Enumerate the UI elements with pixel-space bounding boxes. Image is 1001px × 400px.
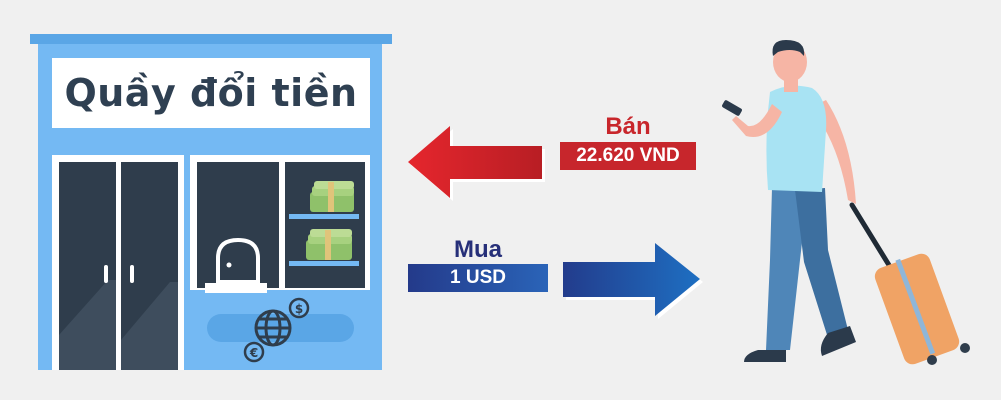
money-stack-icon: [306, 181, 354, 260]
buy-value-badge: 1 USD: [408, 264, 548, 292]
svg-text:$: $: [295, 302, 303, 316]
shoe: [820, 326, 856, 356]
shelf: [289, 214, 359, 219]
phone-icon: [722, 100, 742, 116]
euro-coin-icon: €: [243, 341, 265, 363]
svg-text:€: €: [249, 346, 258, 360]
globe-icon: [254, 309, 292, 347]
booth-window: [190, 155, 370, 293]
shoe: [744, 350, 786, 362]
door-handle: [104, 265, 108, 283]
booth-sign-board: [52, 58, 370, 128]
suitcase-icon: [874, 253, 970, 365]
booth-doors: [52, 155, 184, 370]
sell-label: Bán: [605, 113, 651, 140]
dollar-coin-icon: $: [288, 297, 310, 319]
teller-slot: [216, 237, 260, 284]
traveler: [722, 40, 970, 365]
exchange-booth: $ €: [30, 34, 392, 370]
buy-label: Mua: [454, 236, 502, 263]
booth-roof: [30, 34, 392, 44]
shelf: [289, 261, 359, 266]
hair: [772, 40, 805, 56]
suitcase-handle: [849, 202, 895, 273]
buy-arrow-icon: [563, 243, 703, 319]
door-handle: [130, 265, 134, 283]
sell-arrow-icon: [408, 126, 545, 201]
shirt: [766, 85, 827, 192]
booth-sign-text: Quầy đổi tiền: [64, 71, 358, 115]
sell-value-badge: 22.620 VND: [560, 142, 696, 170]
